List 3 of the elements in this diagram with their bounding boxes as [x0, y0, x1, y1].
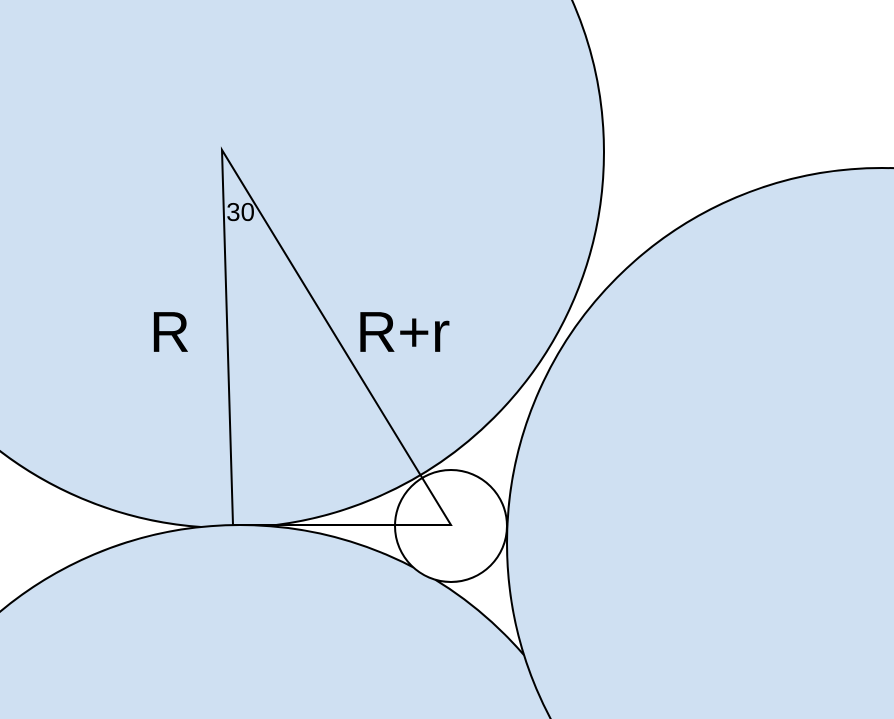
- label: 30: [227, 202, 254, 222]
- label: R+r: [360, 312, 450, 352]
- label: R: [154, 312, 188, 352]
